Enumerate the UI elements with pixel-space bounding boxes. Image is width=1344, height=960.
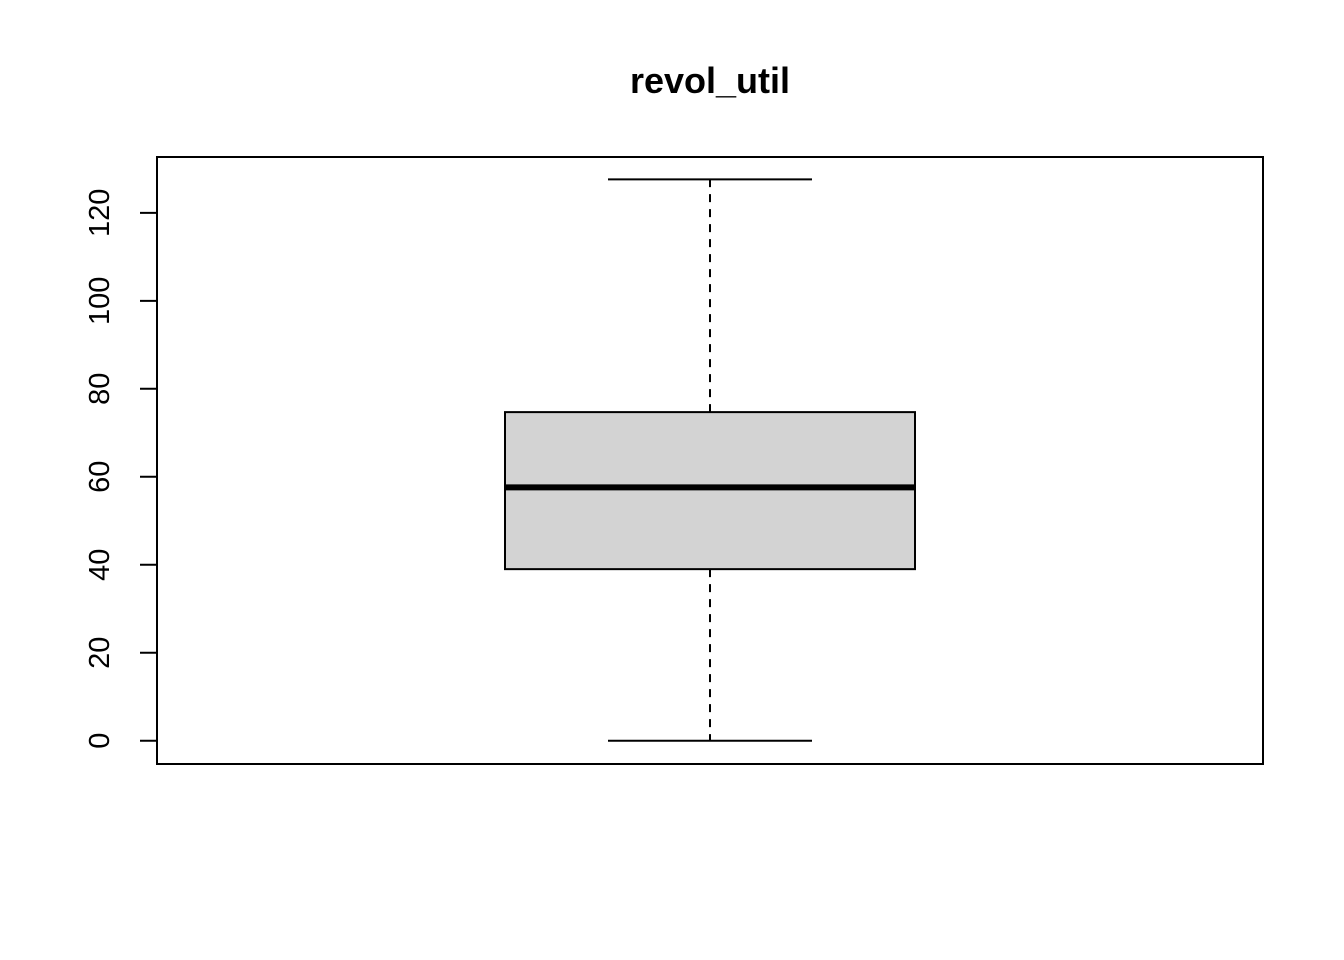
y-tick-label: 80 (84, 373, 116, 405)
y-tick-label: 120 (84, 189, 116, 237)
y-tick-label: 100 (84, 277, 116, 325)
iqr-box (504, 411, 916, 571)
y-tick-label: 0 (84, 733, 116, 749)
y-axis: 0 20 40 60 80 100 120 (84, 189, 158, 749)
chart-title: revol_util (630, 60, 790, 101)
y-tick-label: 20 (84, 637, 116, 669)
y-tick-label: 40 (84, 549, 116, 581)
y-tick-label: 60 (84, 461, 116, 493)
box-plot (504, 178, 916, 742)
